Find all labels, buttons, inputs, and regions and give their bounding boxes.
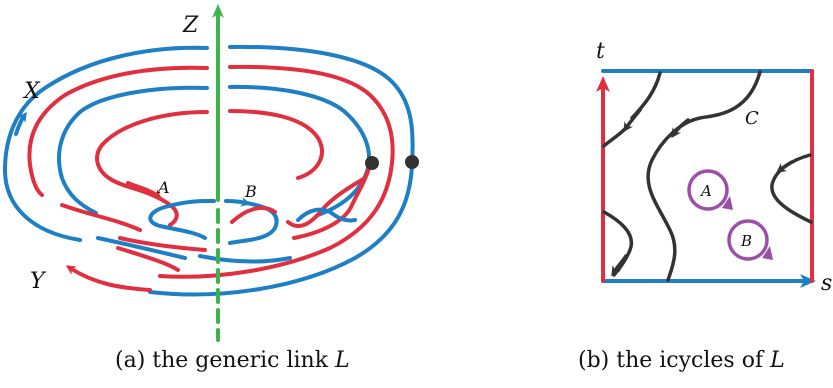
cycle-b-circle [727, 219, 769, 261]
label-t: t [596, 39, 605, 64]
cycle-a-arrowhead [722, 196, 733, 210]
s-axis-arrowhead [800, 274, 816, 288]
blue-center-strand-3 [148, 205, 207, 240]
red-inner-strand [95, 110, 209, 227]
cycle-curve-1-arrow [623, 108, 642, 133]
blue-center-strand [163, 198, 216, 209]
label-x: X [22, 79, 41, 104]
caption-b-symbol: L [769, 348, 785, 373]
red-outer-strand-right [158, 64, 395, 279]
label-s: s [821, 271, 832, 296]
red-inner-strand-right [228, 109, 324, 180]
blue-lower-left-strand [96, 236, 187, 260]
red-strand-to-a [126, 181, 163, 199]
blue-mid-strand-right [228, 84, 372, 217]
link-diagram [2, 4, 419, 342]
blue-x-arrow [14, 111, 27, 136]
blue-center-arrow [224, 196, 251, 207]
z-axis-arrowhead [212, 4, 224, 18]
caption-a: (a) the generic link L [115, 348, 350, 373]
blue-outer-strand-right [148, 44, 415, 297]
label-y: Y [30, 269, 47, 294]
cycle-curve-1 [630, 71, 662, 120]
label-cycle-b: B [740, 232, 752, 250]
label-b: B [244, 182, 257, 201]
label-a: A [156, 178, 170, 197]
caption-b: (b) the icycles of L [578, 348, 785, 373]
label-c: C [745, 108, 759, 129]
cycle-curve-3-arrow [775, 160, 794, 173]
cycle-curve-2-arrow [611, 254, 628, 277]
cycle-curve-c [646, 70, 762, 282]
red-lower-left-strand-2 [116, 246, 180, 272]
cycle-curve-1-tail [602, 126, 628, 148]
blue-twist-strand [296, 207, 357, 223]
blue-mid-strand [57, 85, 209, 215]
blue-lower-mid-strand [198, 254, 292, 264]
cycle-b-arrowhead [762, 246, 773, 260]
red-lower-mid-strand [118, 236, 207, 252]
label-z: Z [182, 13, 199, 38]
red-b-strand [230, 206, 277, 224]
cycle-curve-c-arrow [671, 118, 690, 139]
red-y-arrow-strand [65, 265, 152, 292]
t-axis-arrowhead [596, 76, 610, 92]
red-outer-strand [27, 65, 209, 197]
red-lower-left-strand [60, 203, 142, 232]
caption-b-prefix: (b) the icycles of [578, 348, 770, 373]
label-cycle-a: A [699, 182, 712, 200]
cycle-curve-3 [770, 153, 813, 224]
caption-a-symbol: L [334, 348, 350, 373]
black-dot-inner [365, 156, 379, 170]
cycle-a-circle [687, 169, 729, 211]
black-dot-outer [405, 155, 419, 169]
caption-a-prefix: (a) the generic link [115, 348, 335, 373]
icycle-square [596, 69, 816, 288]
red-right-strand [292, 163, 372, 240]
